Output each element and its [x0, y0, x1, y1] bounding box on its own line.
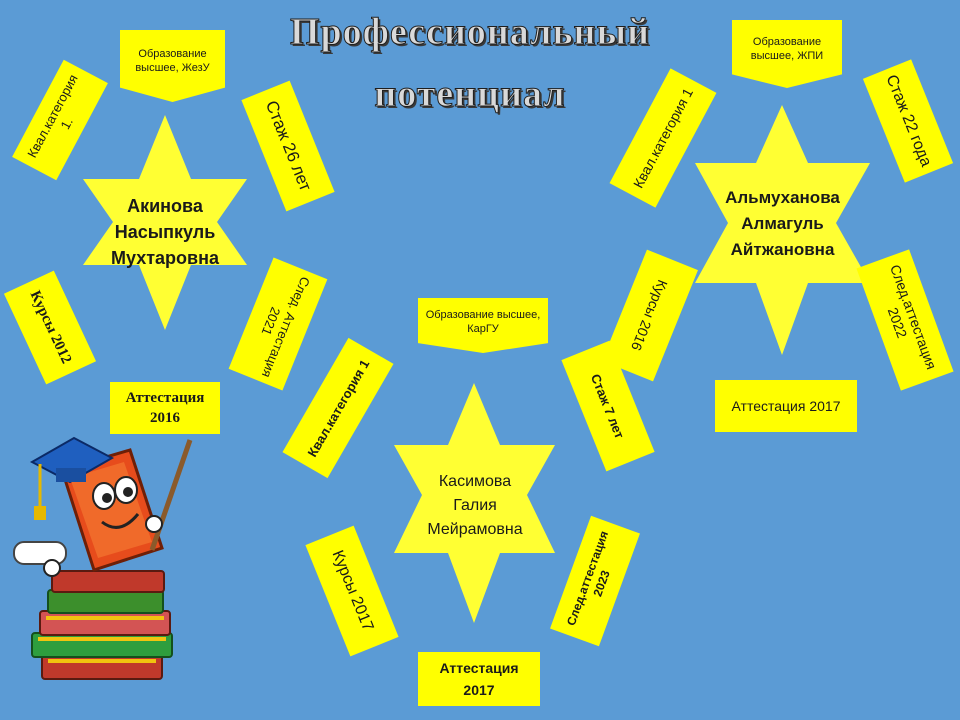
teacher-2-patronymic: Мейрамовна	[427, 521, 523, 538]
teacher-3-education: Образование высшее, ЖПИ	[732, 20, 842, 88]
teacher-2-education: Образование высшее, КарГУ	[418, 298, 548, 353]
teacher-3-first-name: Алмагуль	[741, 214, 824, 233]
title-line-2: потенциал	[374, 73, 566, 116]
book-mascot-illustration	[13, 436, 193, 680]
teacher-3-experience: Стаж 22 года	[862, 59, 954, 183]
teacher-2-surname: Касимова	[438, 473, 512, 490]
teacher-3-attestation: Аттестация 2017	[715, 380, 857, 432]
teacher-2-category: Квал.категория 1	[282, 337, 394, 479]
star-shape-teacher-3	[695, 105, 870, 355]
teacher-1-patronymic: Мухтаровна	[111, 248, 219, 268]
teacher-2-name: Касимова Галия Мейрамовна	[405, 470, 545, 542]
title-line-1: Профессиональный	[289, 11, 651, 54]
star-shape-teacher-1	[83, 115, 247, 330]
teacher-2-attestation: Аттестация 2017	[418, 652, 540, 706]
teacher-1-first-name: Насыпкуль	[114, 222, 216, 242]
teacher-1-attestation: Аттестация 2016	[110, 382, 220, 434]
teacher-1-education: Образование высшее, ЖезУ	[120, 30, 225, 102]
teacher-2-next-attestation: След.аттестация 2023	[550, 515, 640, 647]
teacher-3-courses: Курсы 2016	[602, 249, 698, 382]
teacher-3-name: Альмуханова Алмагуль Айтжановна	[700, 185, 865, 263]
teacher-1-surname: Акинова	[127, 196, 203, 216]
teacher-2-courses: Курсы 2017	[305, 525, 399, 657]
teacher-1-name: Акинова Насыпкуль Мухтаровна	[95, 193, 235, 271]
star-shape-teacher-2	[394, 383, 555, 623]
teacher-3-patronymic: Айтжановна	[730, 240, 835, 259]
teacher-2-first-name: Галия	[453, 497, 497, 514]
teacher-3-surname: Альмуханова	[725, 188, 840, 207]
